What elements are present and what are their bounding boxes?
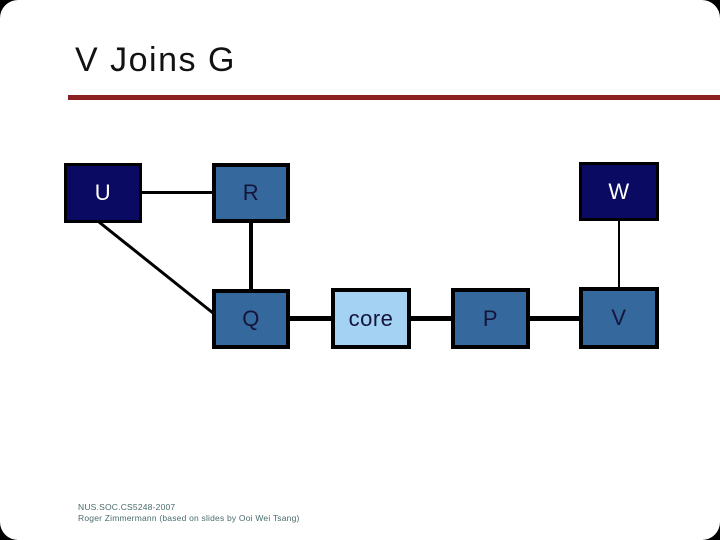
node-p-label: P [482,305,499,331]
footer-course-code: NUS.SOC.CS5248-2007 [78,502,176,512]
node-core: core [331,288,411,349]
edge-u-r [142,191,212,194]
node-u-label: U [94,180,112,205]
edge-q-core [290,316,331,321]
title-underline [68,95,720,100]
node-q: Q [212,289,290,349]
node-q-label: Q [242,306,260,331]
node-u: U [64,163,142,223]
node-v: V [579,287,659,349]
node-p: P [451,288,530,349]
node-w: W [579,162,659,221]
node-w-label: W [608,178,630,204]
node-r: R [212,163,290,223]
edge-p-v [530,316,579,321]
node-r-label: R [242,180,260,205]
footer-attribution: Roger Zimmermann (based on slides by Ooi… [78,513,300,523]
slide-title: V Joins G [75,41,236,79]
edge-w-v [618,221,620,287]
node-v-label: V [611,305,627,330]
slide-footer: NUS.SOC.CS5248-2007 Roger Zimmermann (ba… [78,502,300,524]
edge-r-q [249,223,253,289]
node-core-label: core [348,305,394,331]
edge-core-p [411,316,451,321]
